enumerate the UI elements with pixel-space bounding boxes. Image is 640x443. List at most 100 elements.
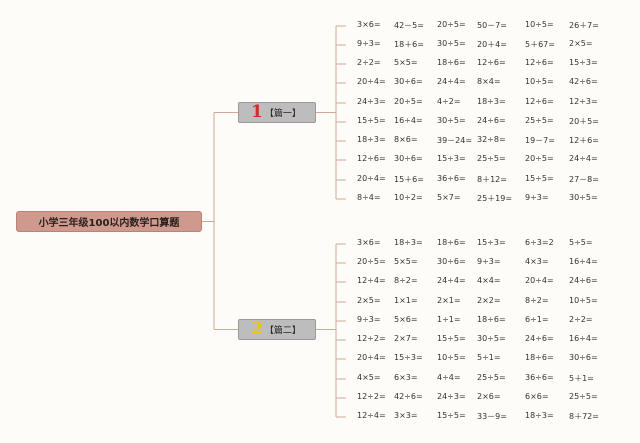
problem-cell: 4×5= <box>357 373 381 382</box>
problem-cell: 15÷3= <box>437 154 466 163</box>
problem-cell: 30÷6= <box>437 257 466 266</box>
problem-cell: 8÷4= <box>357 193 381 202</box>
problem-cell: 2×7= <box>394 334 418 343</box>
section-number-2: 2 <box>251 319 263 339</box>
problem-cell: 32÷8= <box>477 135 506 144</box>
problem-cell: 10÷2= <box>394 193 423 202</box>
problem-cell: 18＋6= <box>394 40 424 49</box>
problem-cell: 2÷2= <box>569 315 593 324</box>
problem-cell: 42÷6= <box>569 77 598 86</box>
problem-cell: 25÷5= <box>477 154 506 163</box>
problem-cell: 15÷5= <box>357 116 386 125</box>
problem-cell: 9÷3= <box>357 39 381 48</box>
problem-cell: 16÷4= <box>569 334 598 343</box>
section-node-1[interactable]: 1 【篇一】 <box>238 102 316 123</box>
problem-cell: 18÷6= <box>477 315 506 324</box>
problem-cell: 8÷2= <box>525 296 549 305</box>
problem-cell: 6÷3=2 <box>525 238 554 247</box>
root-label: 小学三年级100以内数学口算题 <box>38 218 180 229</box>
problem-cell: 25÷5= <box>569 392 598 401</box>
problem-cell: 18÷3= <box>477 97 506 106</box>
problem-cell: 5×6= <box>394 315 418 324</box>
problem-cell: 24÷6= <box>569 276 598 285</box>
problem-cell: 9÷3= <box>357 315 381 324</box>
problem-cell: 10÷5= <box>525 20 554 29</box>
problem-cell: 2×2= <box>477 296 501 305</box>
problem-cell: 20÷4= <box>357 77 386 86</box>
problem-cell: 30÷5= <box>437 39 466 48</box>
problem-cell: 50－7= <box>477 21 507 30</box>
problem-cell: 12÷4= <box>357 276 386 285</box>
section-label-1: 【篇一】 <box>264 109 301 119</box>
problem-cell: 20÷5= <box>394 97 423 106</box>
problem-cell: 2×5= <box>569 39 593 48</box>
section-node-2[interactable]: 2 【篇二】 <box>238 319 316 340</box>
problem-cell: 8÷2= <box>394 276 418 285</box>
problem-cell: 42÷6= <box>394 392 423 401</box>
problem-cell: 18÷6= <box>437 238 466 247</box>
problem-cell: 24÷4= <box>437 77 466 86</box>
problem-cell: 15÷3= <box>569 58 598 67</box>
problem-cell: 2×5= <box>357 296 381 305</box>
problem-cell: 4×3= <box>525 257 549 266</box>
problem-cell: 16÷4= <box>569 257 598 266</box>
problem-cell: 19－7= <box>525 136 555 145</box>
problem-cell: 24÷3= <box>357 97 386 106</box>
problem-cell: 6÷1= <box>525 315 549 324</box>
problem-cell: 30÷5= <box>437 116 466 125</box>
problem-cell: 4÷2= <box>437 97 461 106</box>
problem-cell: 12÷6= <box>477 58 506 67</box>
problem-cell: 36÷6= <box>437 174 466 183</box>
problem-cell: 24÷6= <box>525 334 554 343</box>
problem-cell: 2×1= <box>437 296 461 305</box>
problem-cell: 20÷4= <box>525 276 554 285</box>
problem-cell: 12÷6= <box>357 154 386 163</box>
problem-cell: 20÷4= <box>357 353 386 362</box>
problem-cell: 1×1= <box>394 296 418 305</box>
problem-cell: 27－8= <box>569 175 599 184</box>
problem-cell: 42－5= <box>394 21 424 30</box>
problem-cell: 15÷3= <box>394 353 423 362</box>
problem-cell: 8＋12= <box>477 175 507 184</box>
problem-cell: 30÷6= <box>569 353 598 362</box>
problem-cell: 15＋6= <box>394 175 424 184</box>
root-node[interactable]: 小学三年级100以内数学口算题 <box>16 211 202 232</box>
problem-cell: 24÷4= <box>569 154 598 163</box>
problem-cell: 30÷5= <box>477 334 506 343</box>
problem-cell: 4×4= <box>477 276 501 285</box>
problem-cell: 15÷3= <box>477 238 506 247</box>
problem-cell: 36÷6= <box>525 373 554 382</box>
problem-cell: 9÷3= <box>477 257 501 266</box>
problem-cell: 12÷2= <box>357 334 386 343</box>
problem-cell: 5×7= <box>437 193 461 202</box>
problem-cell: 33－9= <box>477 412 507 421</box>
problem-cell: 18÷3= <box>394 238 423 247</box>
problem-cell: 12÷3= <box>569 97 598 106</box>
problem-cell: 2×6= <box>477 392 501 401</box>
problem-cell: 5＋67= <box>525 40 555 49</box>
problem-cell: 39－24= <box>437 136 473 145</box>
problem-cell: 30÷6= <box>394 77 423 86</box>
problem-cell: 20÷5= <box>437 20 466 29</box>
problem-cell: 5÷1= <box>477 353 501 362</box>
problem-cell: 20÷4= <box>357 174 386 183</box>
problem-cell: 15÷5= <box>437 334 466 343</box>
problem-cell: 18÷3= <box>525 411 554 420</box>
problem-cell: 3×6= <box>357 238 381 247</box>
problem-cell: 15÷5= <box>525 174 554 183</box>
problem-cell: 25＋19= <box>477 194 513 203</box>
problem-cell: 5×5= <box>394 58 418 67</box>
problem-cell: 12＋6= <box>569 136 599 145</box>
problem-cell: 18÷6= <box>437 58 466 67</box>
problem-cell: 3×6= <box>357 20 381 29</box>
problem-cell: 8×6= <box>394 135 418 144</box>
problem-cell: 1÷1= <box>437 315 461 324</box>
problem-cell: 25÷5= <box>477 373 506 382</box>
problem-cell: 20÷5= <box>357 257 386 266</box>
problem-cell: 8×4= <box>477 77 501 86</box>
problem-cell: 12÷6= <box>525 58 554 67</box>
problem-cell: 4÷4= <box>437 373 461 382</box>
problem-cell: 20＋4= <box>477 40 507 49</box>
